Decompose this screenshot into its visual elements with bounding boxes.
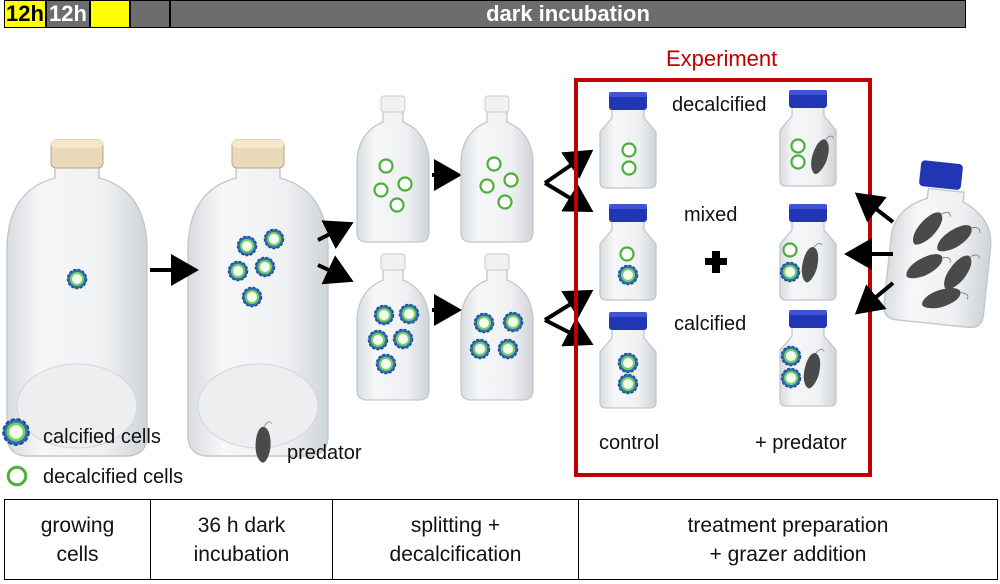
timeline-light-label: 12h xyxy=(6,1,44,26)
carboy-growing xyxy=(6,139,148,457)
arrow-to-mixed-a xyxy=(543,181,594,213)
timeline-light-12h: 12h xyxy=(4,0,46,28)
legend-calcified-label: calcified cells xyxy=(43,426,161,448)
timeline-light-2 xyxy=(90,0,130,28)
column-label-predator: + predator xyxy=(755,432,847,454)
legend-predator-label: predator xyxy=(287,442,362,464)
stage-dark-incubation: 36 h dark incubation xyxy=(151,500,333,579)
timeline-dark-label: 12h xyxy=(49,1,87,26)
timeline-bar: 12h 12h dark incubation xyxy=(0,0,1000,30)
stage-splitting: splitting + decalcification xyxy=(333,500,579,579)
predator-stock-bottle xyxy=(883,160,992,329)
control-mixed xyxy=(599,203,657,301)
stage-splitting-label: splitting + decalcification xyxy=(389,513,522,566)
arrow-predator-to-calcified xyxy=(854,281,895,315)
timeline-dark-incubation-label: dark incubation xyxy=(486,1,650,26)
bottle-decalcified-1 xyxy=(356,95,430,243)
legend-decalcified-icon xyxy=(6,465,28,487)
predator-calcified xyxy=(779,309,837,407)
row-label-mixed: mixed xyxy=(684,204,738,226)
arrow-predator-to-decalcified xyxy=(854,192,895,224)
column-label-control: control xyxy=(599,432,660,454)
legend-calcified-icon xyxy=(1,417,31,447)
row-label-decalcified: decalcified xyxy=(672,94,767,116)
carboy-dark-incubation xyxy=(187,139,329,457)
stage-growing: growing cells xyxy=(5,500,151,579)
arrow-split-up xyxy=(317,220,354,250)
predator-decalcified xyxy=(779,89,837,187)
stage-treatment: treatment preparation + grazer addition xyxy=(579,500,997,579)
workflow-diagram xyxy=(1,78,992,487)
legend-decalcified-label: decalcified cells xyxy=(43,466,184,488)
predator-mixed xyxy=(779,203,837,301)
row-label-calcified: calcified xyxy=(674,313,747,335)
calcified-cell xyxy=(66,268,88,290)
control-decalcified xyxy=(599,91,657,189)
timeline-dark-12h: 12h xyxy=(46,0,90,28)
control-calcified xyxy=(599,311,657,409)
stage-table: growing cells 36 h dark incubation split… xyxy=(4,499,998,580)
bottle-calcified-2 xyxy=(460,253,534,401)
stage-treatment-label: treatment preparation + grazer addition xyxy=(687,513,889,566)
experiment-title: Experiment xyxy=(666,46,778,71)
stage-growing-label: growing cells xyxy=(40,513,115,566)
arrow-to-mixed-b xyxy=(543,289,594,322)
arrow-to-decalcified xyxy=(543,149,594,185)
experiment-box xyxy=(574,78,872,477)
timeline-dark-incubation: dark incubation xyxy=(170,0,966,28)
arrow-split-down xyxy=(317,255,354,285)
plus-sign xyxy=(705,251,727,273)
timeline-dark-2 xyxy=(130,0,170,28)
arrow-to-calcified xyxy=(544,317,594,347)
bottle-decalcified-2 xyxy=(460,95,534,243)
stage-dark-incubation-label: 36 h dark incubation xyxy=(193,513,290,566)
bottle-calcified-1 xyxy=(356,253,430,401)
